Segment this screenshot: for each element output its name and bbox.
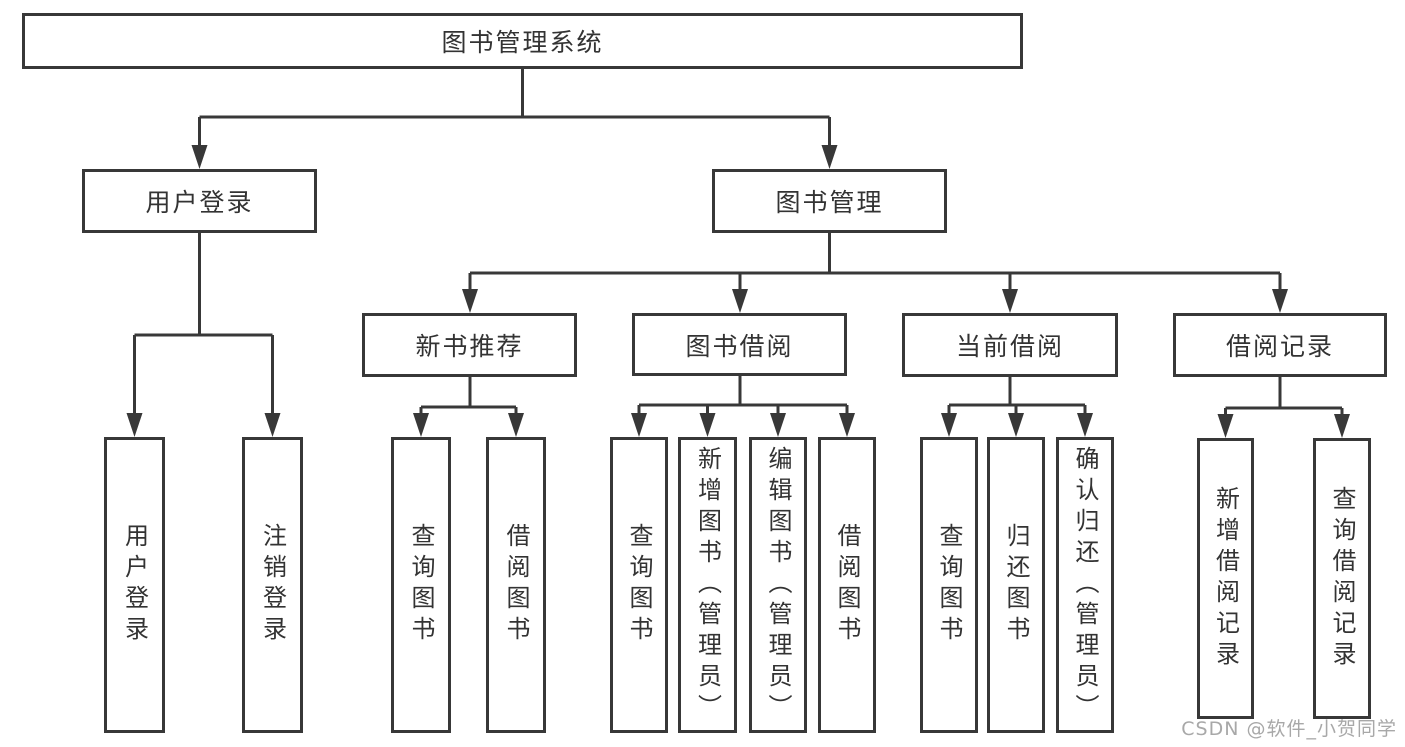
node-leaf-return-books: 归还图书 [987,437,1045,733]
node-leaf-return-books-label: 归还图书 [1002,523,1030,647]
node-library-system-label: 图书管理系统 [441,28,604,57]
node-book-borrow: 图书借阅 [632,313,847,376]
node-leaf-edit-books-admin: 编辑图书（管理员） [749,437,807,733]
node-leaf-logout: 注销登录 [242,437,303,733]
node-user-login-label: 用户登录 [145,188,254,217]
csdn-watermark: CSDN @软件_小贺同学 [1181,718,1397,740]
node-library-system: 图书管理系统 [22,13,1023,69]
node-leaf-borrow-books-label: 借阅图书 [833,523,861,647]
node-leaf-query-books-recommend-label: 查询图书 [407,523,435,647]
node-new-book-recommend-label: 新书推荐 [415,332,524,361]
node-user-login: 用户登录 [82,169,317,233]
connector-lines [133,69,1344,419]
node-leaf-query-borrow-record-label: 查询借阅记录 [1328,485,1356,672]
node-leaf-borrow-books-recommend: 借阅图书 [486,437,546,733]
node-leaf-query-books-borrow-label: 查询图书 [625,523,653,647]
node-current-borrow: 当前借阅 [902,313,1118,377]
arrowhead-icons [126,145,1350,438]
node-leaf-confirm-return-admin-label: 确认归还（管理员） [1071,445,1099,725]
node-leaf-confirm-return-admin: 确认归还（管理员） [1056,437,1114,733]
node-leaf-user-login: 用户登录 [104,437,165,733]
node-leaf-logout-label: 注销登录 [258,523,287,647]
node-borrow-records-label: 借阅记录 [1225,332,1334,361]
node-book-management-label: 图书管理 [775,188,884,217]
node-leaf-query-borrow-record: 查询借阅记录 [1313,438,1371,719]
node-book-borrow-label: 图书借阅 [685,331,794,361]
node-leaf-query-books-recommend: 查询图书 [391,437,451,733]
node-book-management: 图书管理 [712,169,947,233]
node-leaf-user-login-label: 用户登录 [120,523,149,647]
node-leaf-borrow-books-recommend-label: 借阅图书 [502,523,530,647]
node-leaf-edit-books-admin-label: 编辑图书（管理员） [764,445,792,725]
node-leaf-query-books-current: 查询图书 [920,437,978,733]
node-new-book-recommend: 新书推荐 [362,313,577,377]
node-current-borrow-label: 当前借阅 [955,332,1064,361]
node-leaf-borrow-books: 借阅图书 [818,437,876,733]
node-leaf-query-books-borrow: 查询图书 [610,437,668,733]
node-leaf-add-books-admin: 新增图书（管理员） [678,437,737,733]
node-leaf-add-borrow-record-label: 新增借阅记录 [1211,485,1240,672]
node-leaf-query-books-current-label: 查询图书 [935,523,963,647]
node-leaf-add-borrow-record: 新增借阅记录 [1197,438,1254,719]
node-leaf-add-books-admin-label: 新增图书（管理员） [693,445,722,725]
node-borrow-records: 借阅记录 [1173,313,1387,377]
